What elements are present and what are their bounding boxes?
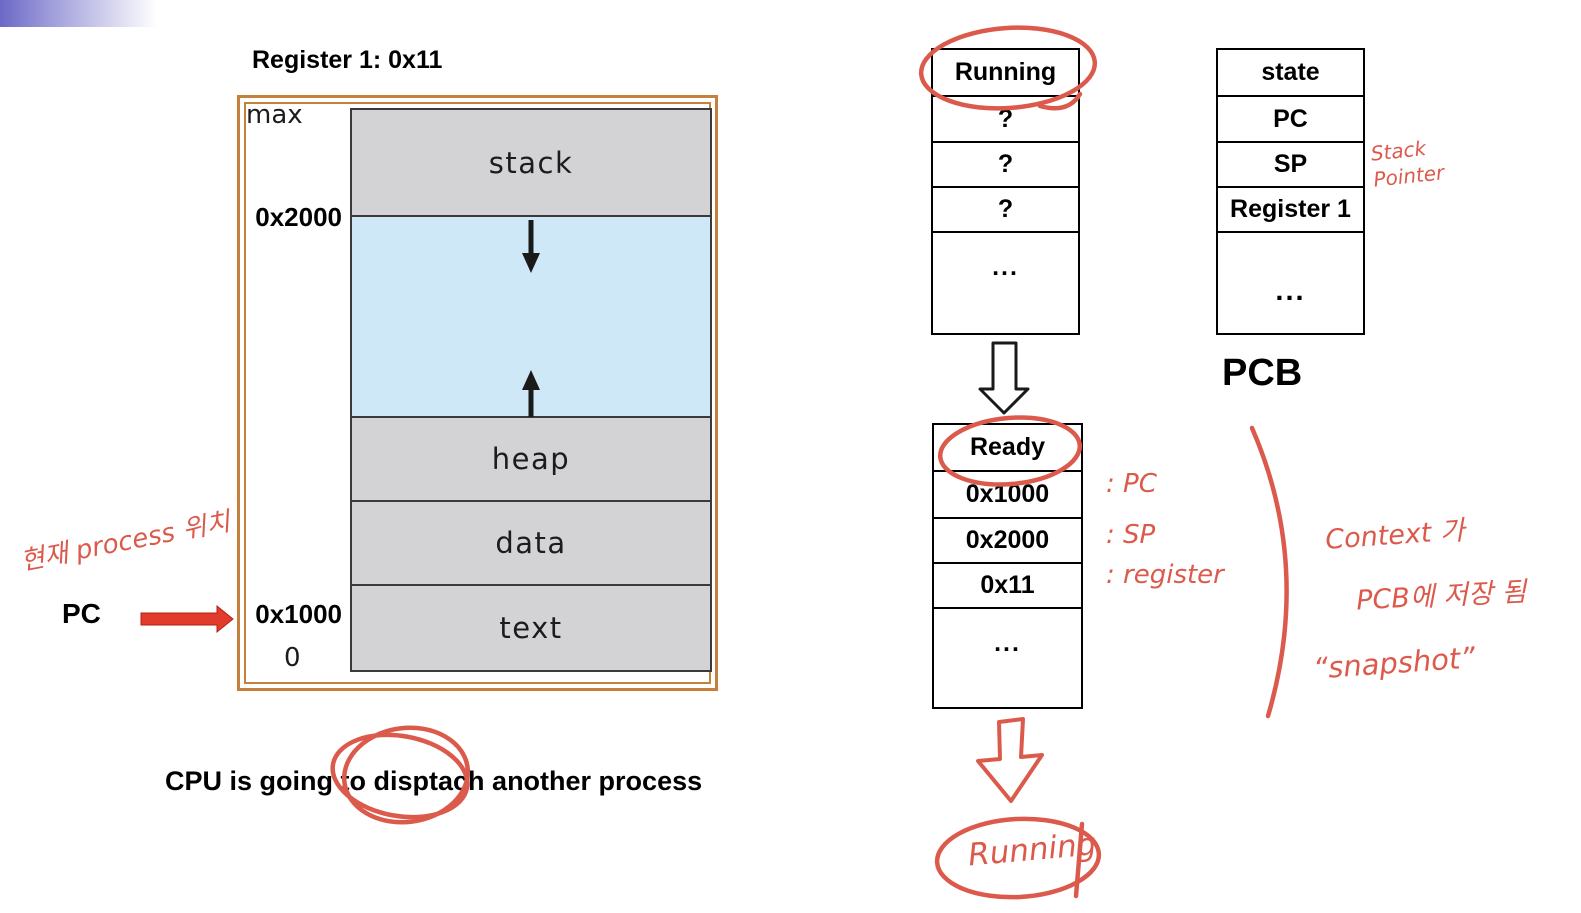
dispatch-down-arrow [976, 717, 1044, 803]
handwritten-stack-pointer-note: Stack Pointer [1369, 133, 1446, 192]
text-address-label: 0x1000 [255, 599, 342, 629]
caption-before: CPU is going to [165, 766, 366, 796]
slide-accent-bar [0, 0, 162, 27]
handwritten-current-process-note: 현재 process 위치 [18, 506, 233, 578]
free-space-segment [352, 217, 710, 418]
handwritten-context-note-line1: Context 가 [1324, 515, 1466, 556]
table-row: ? [933, 97, 1078, 143]
state-transition-arrow [978, 341, 1030, 415]
context-brace-annotation [1249, 425, 1289, 719]
handwritten-pc-note: : PC [1106, 469, 1157, 499]
stack-segment: stack [352, 110, 710, 217]
memory-frame-outer [237, 95, 718, 691]
table-row: ... [994, 629, 1021, 657]
table-row: state [1218, 50, 1363, 97]
slide-caption: CPU is going to disptach another process [165, 766, 702, 797]
table-row: 0x1000 [934, 472, 1081, 519]
table-row: ? [933, 188, 1078, 233]
heap-segment: heap [352, 418, 710, 502]
text-segment-label: text [499, 611, 563, 645]
register-value-title: Register 1: 0x11 [252, 46, 443, 74]
handwritten-snapshot-note: “snapshot” [1312, 640, 1477, 686]
zero-address-label: 0 [284, 643, 301, 673]
heap-segment-label: heap [491, 442, 571, 476]
table-row: ... [1275, 275, 1306, 307]
handwritten-context-note-line2: PCB에 저장 됨 [1355, 576, 1528, 617]
pc-label: PC [62, 598, 101, 629]
cpu-state-table: Running ? ? ? ... [931, 48, 1080, 335]
table-row: PC [1218, 97, 1363, 143]
pcb-fields-table: state PC SP Register 1 ... [1216, 48, 1365, 335]
table-row: 0x11 [934, 564, 1081, 609]
handwritten-running-state: Running [966, 826, 1098, 874]
max-address-label: max [246, 100, 303, 130]
text-segment: text [352, 586, 710, 670]
caption-after: another process [492, 766, 703, 796]
table-row: ... [992, 253, 1019, 281]
memory-column: stack heap data text [350, 108, 712, 672]
stack-address-label: 0x2000 [255, 202, 342, 232]
caption-circled-word: disptach [373, 766, 485, 796]
handwritten-register-note: : register [1106, 560, 1224, 590]
handwritten-sp-note: : SP [1106, 520, 1156, 550]
table-row: Register 1 [1218, 188, 1363, 233]
saved-context-table: Ready 0x1000 0x2000 0x11 ... [932, 423, 1083, 709]
stack-segment-label: stack [488, 145, 574, 180]
pcb-caption: PCB [1222, 352, 1303, 394]
data-segment-label: data [495, 526, 567, 560]
data-segment: data [352, 502, 710, 586]
table-row: 0x2000 [934, 519, 1081, 564]
table-row: Ready [934, 425, 1081, 472]
table-row: ? [933, 143, 1078, 188]
table-row: Running [933, 50, 1078, 97]
table-row: SP [1218, 143, 1363, 188]
